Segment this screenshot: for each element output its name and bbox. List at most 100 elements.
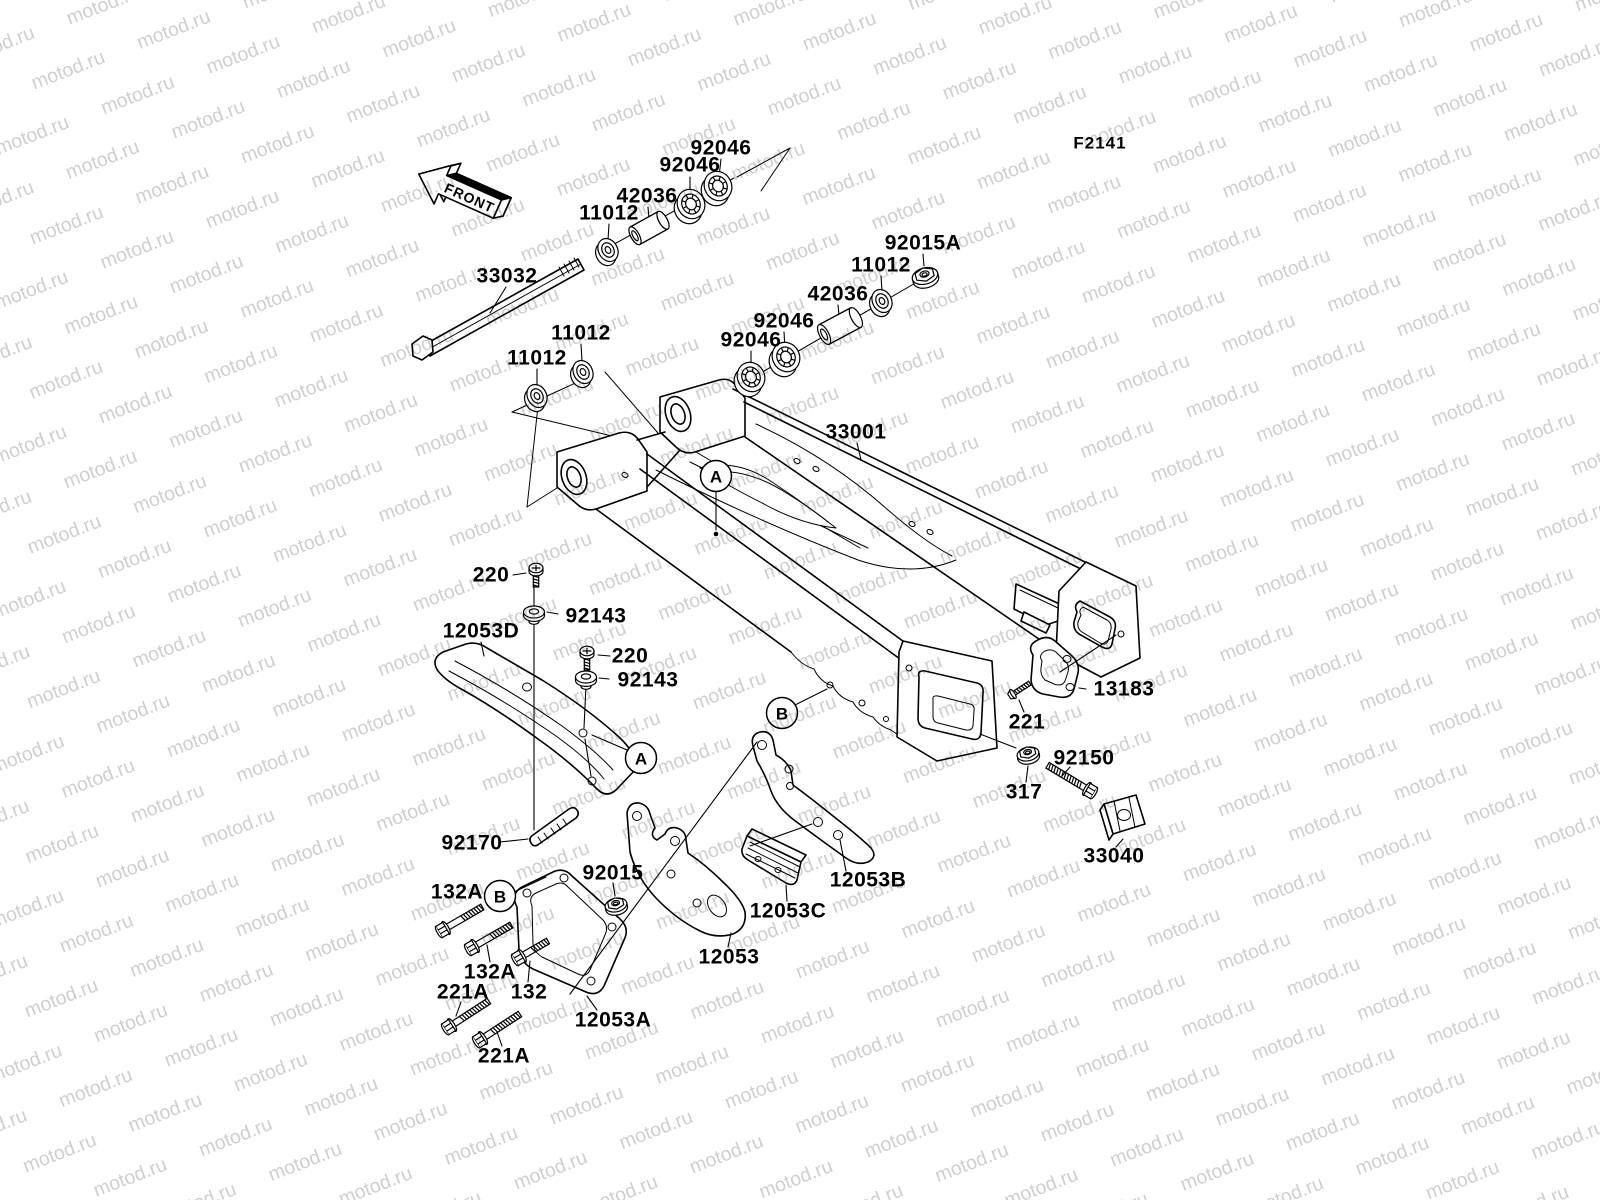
watermark-text: motod.ru — [485, 0, 565, 22]
watermark-text: motod.ru — [0, 730, 67, 778]
watermark-text: motod.ru — [937, 366, 1017, 414]
watermark-text: motod.ru — [974, 146, 1054, 194]
leader-lines — [455, 158, 1124, 1047]
watermark-text: motod.ru — [233, 739, 313, 787]
watermark-text: motod.ru — [1430, 228, 1510, 276]
watermark-text: motod.ru — [827, 1025, 907, 1073]
component-bearing-92046 — [768, 341, 801, 378]
component-nut-92015A — [911, 266, 940, 289]
watermark-text: motod.ru — [371, 1097, 451, 1145]
watermark-text: motod.ru — [552, 308, 632, 356]
watermark-text: motod.ru — [1010, 81, 1090, 129]
component-bearing-92046 — [673, 188, 706, 225]
watermark-text: motod.ru — [127, 934, 207, 982]
watermark-text: motod.ru — [1290, 24, 1370, 72]
watermark-text: motod.ru — [1325, 114, 1405, 162]
watermark-text: motod.ru — [271, 364, 351, 412]
watermark-text: motod.ru — [1182, 529, 1262, 577]
watermark-text: motod.ru — [586, 552, 666, 600]
watermark-text: motod.ru — [1352, 1132, 1432, 1180]
watermark-text: motod.ru — [764, 72, 844, 120]
adjuster-plate-13183 — [1029, 636, 1080, 699]
part-number-label: 92150 — [1054, 747, 1115, 770]
callout-letter: B — [776, 705, 788, 724]
watermark-text: motod.ru — [1391, 757, 1471, 805]
part-number-label: 33001 — [826, 421, 887, 444]
components-layer — [434, 170, 1099, 1049]
watermark-text: motod.ru — [1288, 334, 1368, 382]
watermark-text: motod.ru — [1529, 961, 1600, 1009]
watermark-text: motod.ru — [1567, 587, 1600, 635]
watermark-text: motod.ru — [905, 0, 985, 15]
callout-letter: B — [494, 888, 506, 907]
watermark-text: motod.ru — [1425, 847, 1505, 895]
watermark-text: motod.ru — [128, 779, 208, 827]
part-number-label: 221A — [478, 1045, 530, 1068]
watermark-text: motod.ru — [973, 300, 1053, 348]
watermark-text: motod.ru — [622, 332, 702, 380]
watermark-text: motod.ru — [483, 129, 563, 177]
watermark-text: motod.ru — [409, 723, 489, 771]
watermark-text: motod.ru — [336, 1008, 416, 1056]
watermark-text: motod.ru — [1185, 65, 1265, 113]
watermark-text: motod.ru — [1354, 977, 1434, 1025]
watermark-text: motod.ru — [1146, 594, 1226, 642]
watermark-text: motod.ru — [1215, 773, 1295, 821]
guard-bracket-12053b — [751, 730, 875, 865]
watermark-text: motod.ru — [832, 406, 912, 454]
watermark-text: motod.ru — [866, 496, 946, 544]
watermark-text: motod.ru — [1148, 285, 1228, 333]
component-bolt-221A — [471, 1010, 523, 1049]
watermark-text: motod.ru — [304, 763, 384, 811]
watermark-text: motod.ru — [93, 690, 173, 738]
component-washer-92143 — [574, 670, 598, 690]
component-bolt-132A — [463, 921, 514, 957]
watermark-text: motod.ru — [868, 341, 948, 389]
watermark-text: motod.ru — [0, 242, 1, 290]
watermark-text: motod.ru — [1494, 1026, 1574, 1074]
watermark-text: motod.ru — [1044, 170, 1124, 218]
watermark-text: motod.ru — [517, 218, 597, 266]
watermark-text: motod.ru — [687, 976, 767, 1024]
watermark-text: motod.ru — [231, 1048, 311, 1096]
watermark-text: motod.ru — [1217, 464, 1297, 512]
part-number-label: 11012 — [851, 254, 911, 277]
callouts-layer: A A B B — [483, 459, 799, 913]
watermark-text: motod.ru — [1214, 928, 1294, 976]
watermark-text: motod.ru — [1147, 439, 1227, 487]
watermark-text: motod.ru — [1361, 49, 1441, 97]
watermark-text: motod.ru — [269, 674, 349, 722]
part-number-label: 42036 — [808, 283, 869, 306]
watermark-text: motod.ru — [239, 0, 319, 13]
watermark-text: motod.ru — [655, 577, 735, 625]
watermark-text: motod.ru — [446, 503, 526, 551]
part-number-label: 132 — [511, 981, 548, 1004]
guard-pad-12053c — [741, 828, 807, 886]
watermark-text: motod.ru — [480, 593, 560, 641]
watermark-text: motod.ru — [26, 356, 106, 404]
part-number-label: 92015A — [885, 232, 962, 255]
watermark-text: motod.ru — [1144, 903, 1224, 951]
watermark-text: motod.ru — [898, 1049, 978, 1097]
watermark-text: motod.ru — [1427, 537, 1507, 585]
watermark-text: motod.ru — [763, 227, 843, 275]
watermark-text: motod.ru — [547, 1081, 627, 1129]
watermark-text: motod.ru — [868, 186, 948, 234]
watermark-text: motod.ru — [411, 413, 491, 461]
part-number-label: 92046 — [721, 329, 782, 352]
adjuster-block-33040 — [1099, 794, 1146, 841]
swingarm-33001 — [556, 378, 1141, 762]
watermark-text: motod.ru — [441, 1122, 521, 1170]
watermark-text: motod.ru — [274, 55, 354, 103]
component-bolt-132 — [510, 937, 551, 967]
watermark-text: motod.ru — [27, 201, 107, 249]
watermark-text: motod.ru — [1359, 204, 1439, 252]
watermark-text: motod.ru — [1393, 448, 1473, 496]
watermark-text: motod.ru — [98, 71, 178, 119]
watermark-text: motod.ru — [1253, 399, 1333, 447]
watermark-text: motod.ru — [1113, 350, 1193, 398]
watermark-text: motod.ru — [1326, 0, 1406, 7]
watermark-text: motod.ru — [200, 494, 280, 542]
watermark-text: motod.ru — [1426, 692, 1506, 740]
watermark-text: motod.ru — [829, 716, 909, 764]
